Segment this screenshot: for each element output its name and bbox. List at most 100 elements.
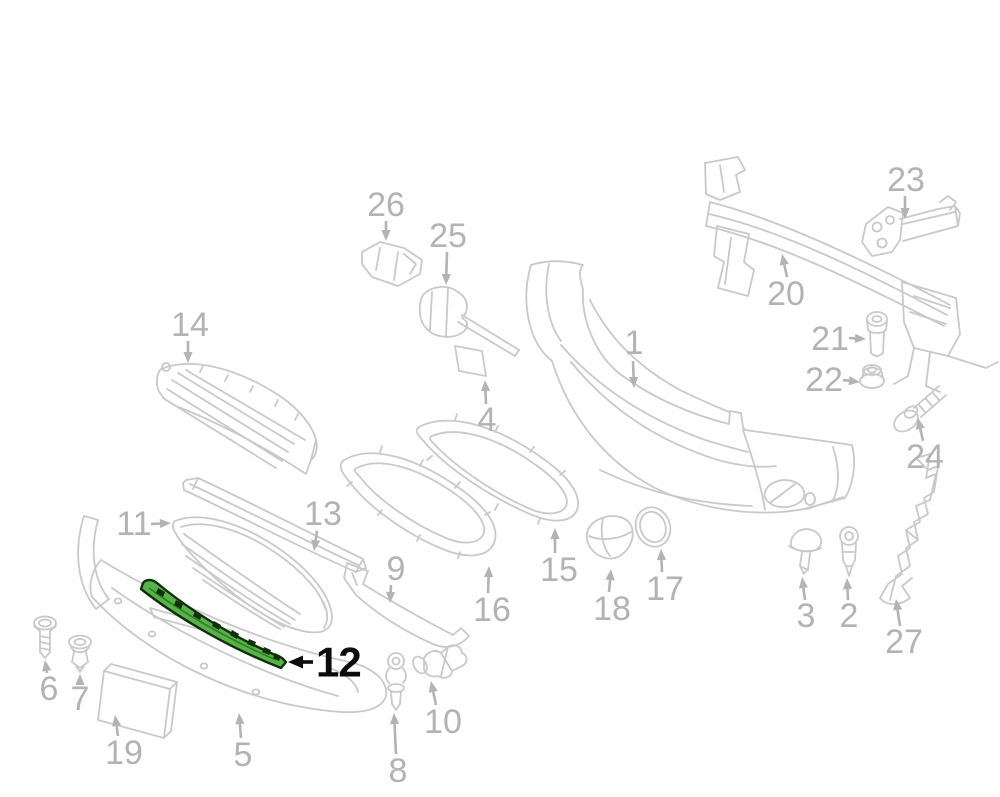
callout-arrow-line	[842, 378, 850, 383]
callout-arrow-line	[846, 588, 850, 601]
callout-1[interactable]: 1	[625, 324, 644, 388]
callout-number[interactable]: 18	[593, 590, 631, 628]
part-14-upper-grille	[156, 362, 318, 475]
callout-number[interactable]: 17	[646, 570, 684, 608]
callout-number[interactable]: 4	[478, 401, 497, 439]
part-12-highlighted-trim-strip[interactable]	[139, 578, 288, 670]
part-2-rivet	[839, 526, 859, 577]
callout-number[interactable]: 8	[389, 752, 408, 790]
callout-arrow-line	[486, 576, 490, 594]
callout-16[interactable]: 16	[473, 566, 511, 629]
callout-12-highlighted[interactable]: 12	[288, 639, 362, 686]
part-12-teeth	[156, 588, 281, 661]
callout-24[interactable]: 24	[906, 418, 944, 476]
callout-arrowhead	[159, 518, 171, 529]
callout-3[interactable]: 3	[797, 577, 816, 635]
callout-number[interactable]: 26	[367, 186, 405, 224]
callout-7[interactable]: 7	[71, 674, 90, 718]
part-10-holder-clip	[412, 644, 468, 679]
callout-arrow-line	[802, 587, 807, 601]
callout-number[interactable]: 19	[105, 734, 143, 772]
callout-9[interactable]: 9	[386, 550, 405, 603]
callout-number[interactable]: 21	[811, 320, 849, 358]
callout-number[interactable]: 5	[234, 736, 253, 774]
callout-14[interactable]: 14	[171, 306, 209, 363]
part-27-side-bracket	[879, 453, 939, 605]
callout-number[interactable]: 23	[887, 161, 925, 199]
callout-arrowhead	[798, 577, 808, 589]
callout-number[interactable]: 6	[40, 670, 59, 708]
callout-19[interactable]: 19	[105, 715, 143, 772]
callout-11[interactable]: 11	[116, 505, 171, 543]
part-22-flange-nut	[859, 364, 885, 389]
callout-25[interactable]: 25	[429, 217, 467, 285]
callout-number[interactable]: 24	[906, 438, 944, 476]
callout-number[interactable]: 9	[387, 550, 406, 588]
callout-arrow-line	[919, 428, 925, 442]
callout-17[interactable]: 17	[646, 549, 684, 608]
callout-20[interactable]: 20	[767, 254, 805, 313]
callout-arrowhead	[480, 380, 491, 392]
callout-number[interactable]: 27	[885, 623, 923, 661]
callout-arrow-line	[445, 251, 449, 275]
callout-number[interactable]: 25	[429, 217, 467, 255]
callout-arrowhead	[75, 674, 85, 685]
callout-number[interactable]: 16	[473, 591, 511, 629]
callout-number[interactable]: 3	[797, 597, 816, 635]
callout-number[interactable]: 20	[767, 275, 805, 313]
callout-13[interactable]: 13	[304, 495, 342, 551]
callout-2[interactable]: 2	[840, 578, 859, 635]
callout-arrow-line	[484, 390, 488, 405]
callout-5[interactable]: 5	[234, 713, 253, 774]
part-13-trim-strip	[182, 477, 367, 573]
part-9-trim-blade	[343, 562, 470, 648]
callout-number[interactable]: 7	[71, 680, 90, 718]
part-15-grille-surround	[415, 413, 579, 525]
callout-10[interactable]: 10	[424, 681, 462, 741]
callout-4[interactable]: 4	[478, 380, 497, 439]
callout-6[interactable]: 6	[40, 660, 59, 708]
callout-number[interactable]: 10	[424, 703, 462, 741]
callout-number[interactable]: 14	[171, 306, 209, 344]
callout-23[interactable]: 23	[887, 161, 925, 219]
callout-number[interactable]: 15	[540, 551, 578, 589]
callout-arrowhead	[854, 333, 866, 343]
callout-8[interactable]: 8	[389, 713, 408, 790]
callout-number[interactable]: 13	[304, 495, 342, 533]
callout-arrowhead	[779, 254, 789, 266]
callout-arrow-line	[115, 725, 120, 737]
part-3-clip	[788, 528, 823, 575]
callout-arrowhead	[483, 566, 494, 578]
callout-number[interactable]: 2	[840, 597, 859, 635]
callout-number[interactable]: 22	[805, 361, 843, 399]
callout-arrowhead	[893, 599, 903, 611]
callout-arrowhead	[183, 352, 193, 363]
callout-15[interactable]: 15	[540, 528, 578, 589]
callout-arrow-line	[431, 691, 438, 706]
artwork-layer	[33, 156, 999, 739]
callout-arrow-line	[607, 579, 612, 593]
callout-number[interactable]: 1	[625, 324, 644, 362]
part-8-ball-stud	[385, 652, 407, 711]
callout-arrow-line	[783, 264, 789, 278]
callout-21[interactable]: 21	[811, 320, 866, 358]
callout-22[interactable]: 22	[805, 361, 860, 399]
part-11-lower-grille	[171, 516, 333, 634]
callout-number[interactable]: 11	[116, 505, 151, 543]
callout-arrowhead	[311, 539, 321, 551]
callout-27[interactable]: 27	[885, 599, 923, 661]
callout-arrow-line	[314, 530, 319, 541]
part-20-reinforcement-beam	[704, 156, 999, 393]
part-24-screw	[893, 385, 947, 433]
callout-arrowhead	[235, 713, 245, 725]
part-5-lower-valance	[77, 515, 388, 713]
callout-arrow-line	[393, 723, 398, 755]
callout-26[interactable]: 26	[367, 186, 405, 241]
callout-arrowhead	[656, 549, 667, 561]
callout-18[interactable]: 18	[593, 569, 631, 628]
highlighted-callout-number[interactable]: 12	[316, 639, 362, 686]
callout-arrowhead	[628, 376, 639, 388]
callout-arrowhead	[288, 655, 303, 669]
